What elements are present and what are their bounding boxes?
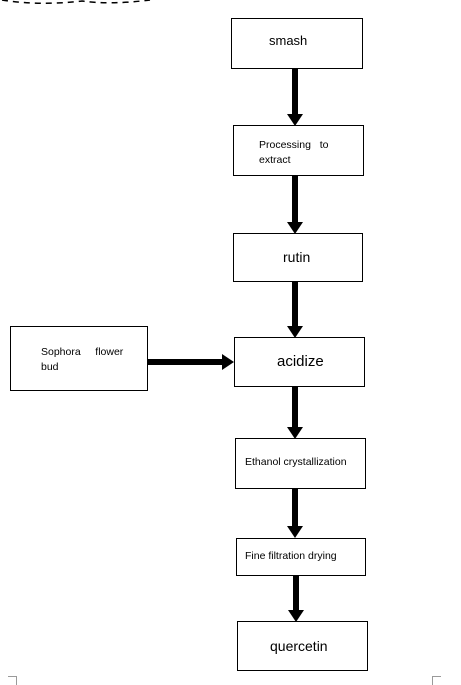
ethanol-label: Ethanol crystallization	[245, 456, 347, 468]
page-corner-mark-right-h	[432, 676, 441, 677]
top-edge-stroke	[1, 0, 151, 5]
smash-label: smash	[269, 33, 308, 48]
acidize-label: acidize	[277, 353, 324, 370]
arrow-sophora-to-acidize	[148, 354, 234, 370]
rutin-label: rutin	[283, 249, 311, 265]
arrow-ethanol-to-filtration	[287, 489, 303, 538]
arrow-processing-to-rutin	[287, 176, 303, 234]
processing-label-line1: Processing to	[259, 139, 329, 151]
acidize-box: acidize	[234, 337, 365, 387]
arrow-acidize-to-ethanol	[287, 387, 303, 439]
processing-label-line2: extract	[259, 154, 291, 166]
page-corner-mark-left-v	[16, 676, 17, 685]
rutin-box: rutin	[233, 233, 363, 282]
quercetin-box: quercetin	[237, 621, 368, 671]
arrow-smash-to-processing	[287, 68, 303, 126]
ethanol-box: Ethanol crystallization	[235, 438, 366, 489]
sophora-label-line2: bud	[41, 361, 59, 373]
filtration-box: Fine filtration drying	[236, 538, 366, 576]
processing-box: Processing to extract	[233, 125, 364, 176]
arrow-rutin-to-acidize	[287, 282, 303, 338]
arrow-filtration-to-quercetin	[288, 576, 304, 622]
sophora-box: Sophora flower bud	[10, 326, 148, 391]
quercetin-label: quercetin	[270, 638, 328, 654]
page-corner-mark-right-v	[432, 676, 433, 685]
filtration-label: Fine filtration drying	[245, 550, 337, 562]
smash-box: smash	[231, 18, 363, 69]
sophora-label-line1: Sophora flower	[41, 346, 124, 358]
page-corner-mark-left-h	[8, 676, 17, 677]
